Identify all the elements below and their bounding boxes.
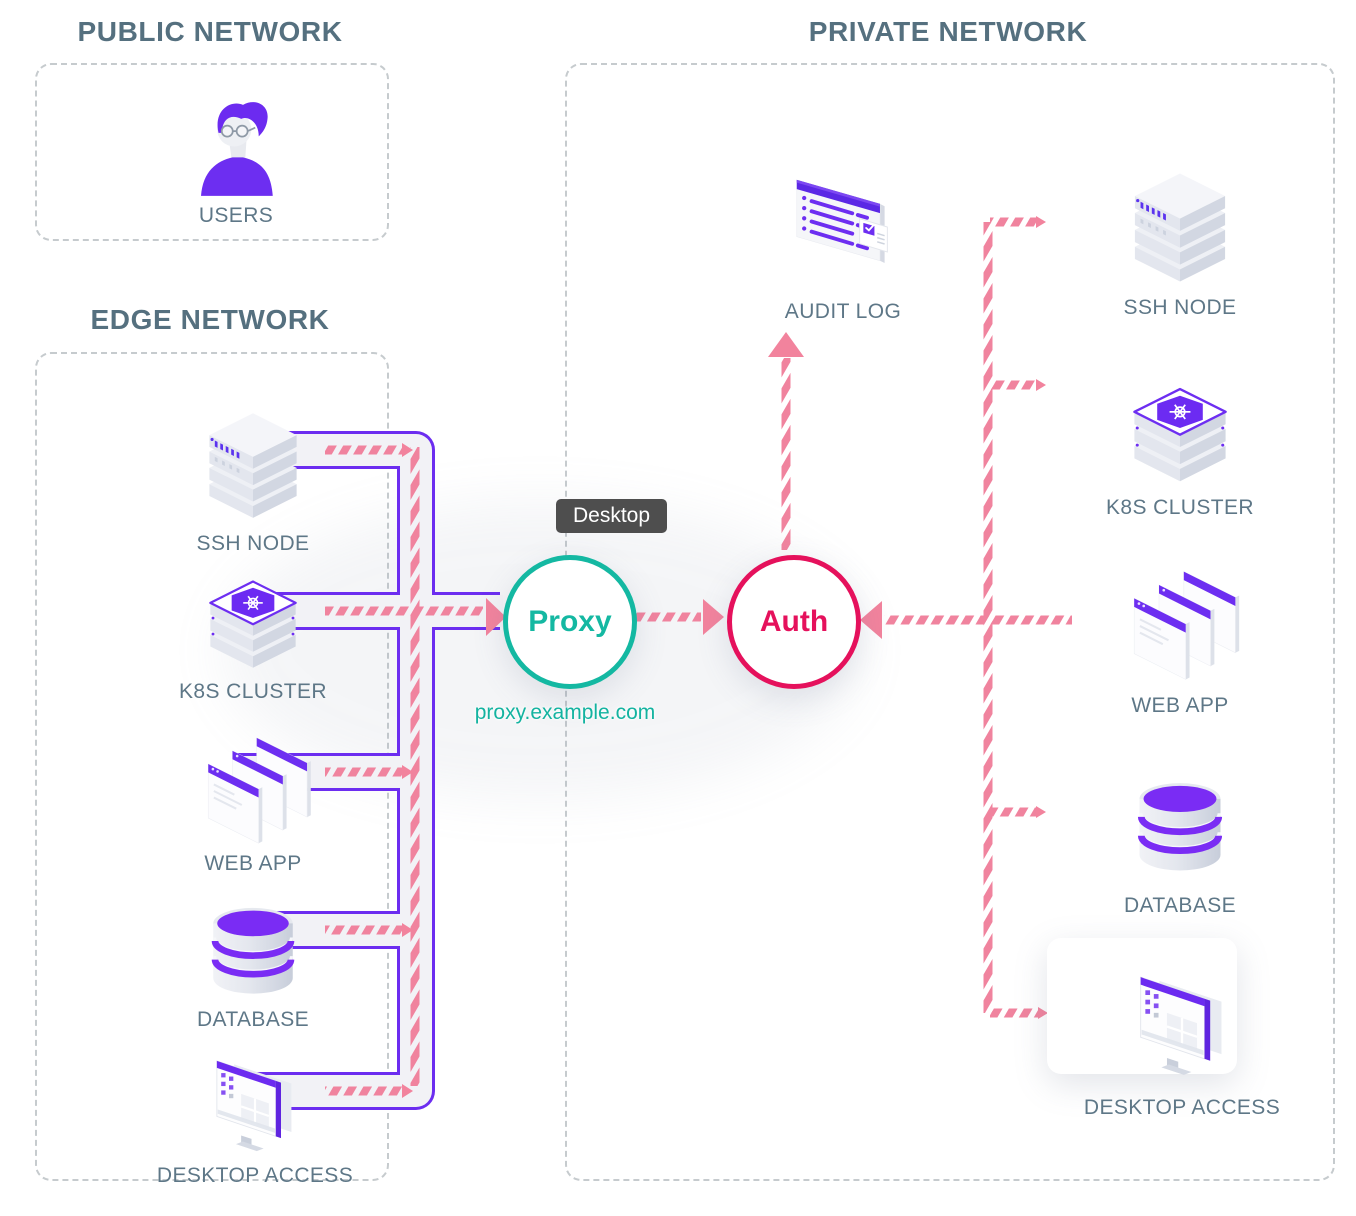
node-label: K8S CLUSTER <box>179 680 327 703</box>
private-network-title: PRIVATE NETWORK <box>808 16 1088 47</box>
auth-circle[interactable]: Auth <box>727 555 861 689</box>
proxy-label: Proxy <box>528 605 612 638</box>
desktop-monitor-icon <box>1120 962 1244 1090</box>
web-app-windows-icon <box>1117 564 1243 688</box>
node-label: SSH NODE <box>1123 296 1237 319</box>
private-node-k8s: K8S CLUSTER <box>1100 366 1260 520</box>
private-node-database: DATABASE <box>1100 762 1260 918</box>
users-icon <box>194 94 278 198</box>
private-node-webapp: WEB APP <box>1096 564 1264 718</box>
edge-network-title: EDGE NETWORK <box>90 304 330 335</box>
node-label: DATABASE <box>1123 894 1237 917</box>
database-cylinder-icon <box>200 896 306 1002</box>
server-stack-icon <box>197 406 309 526</box>
proxy-hostname: proxy.example.com <box>474 701 656 724</box>
audit-log-icon <box>782 160 904 294</box>
database-cylinder-icon <box>1126 762 1234 888</box>
edge-node-k8s: K8S CLUSTER <box>173 562 333 704</box>
node-label: DESKTOP ACCESS <box>156 1164 354 1187</box>
node-label: USERS <box>198 204 274 227</box>
edge-node-webapp: WEB APP <box>167 736 339 876</box>
node-label: SSH NODE <box>196 532 310 555</box>
node-users: USERS <box>156 94 316 228</box>
edge-node-ssh: SSH NODE <box>173 406 333 556</box>
node-label: K8S CLUSTER <box>1106 496 1254 519</box>
public-network-title: PUBLIC NETWORK <box>77 16 343 47</box>
private-node-ssh: SSH NODE <box>1100 166 1260 320</box>
desktop-monitor-icon <box>194 1054 316 1158</box>
node-label: DATABASE <box>196 1008 310 1031</box>
proxy-circle[interactable]: Proxy <box>503 555 637 689</box>
traffic-arrowheads <box>402 216 1048 1098</box>
kubernetes-cluster-icon <box>197 562 309 674</box>
private-node-audit-log: AUDIT LOG <box>763 160 923 324</box>
private-node-desktop: DESKTOP ACCESS <box>1084 962 1280 1120</box>
edge-node-desktop: DESKTOP ACCESS <box>157 1054 353 1188</box>
proxy-tooltip: Desktop <box>556 499 668 533</box>
web-app-windows-icon <box>191 736 315 846</box>
node-label: DESKTOP ACCESS <box>1083 1096 1281 1119</box>
traffic-lines <box>325 217 1072 1096</box>
public-network-box <box>35 63 389 241</box>
node-label: WEB APP <box>1131 694 1229 717</box>
kubernetes-cluster-icon <box>1123 366 1237 490</box>
node-label: AUDIT LOG <box>784 300 902 323</box>
node-label: WEB APP <box>204 852 302 875</box>
edge-node-database: DATABASE <box>173 896 333 1032</box>
auth-label: Auth <box>759 605 829 638</box>
server-stack-icon <box>1123 166 1237 290</box>
